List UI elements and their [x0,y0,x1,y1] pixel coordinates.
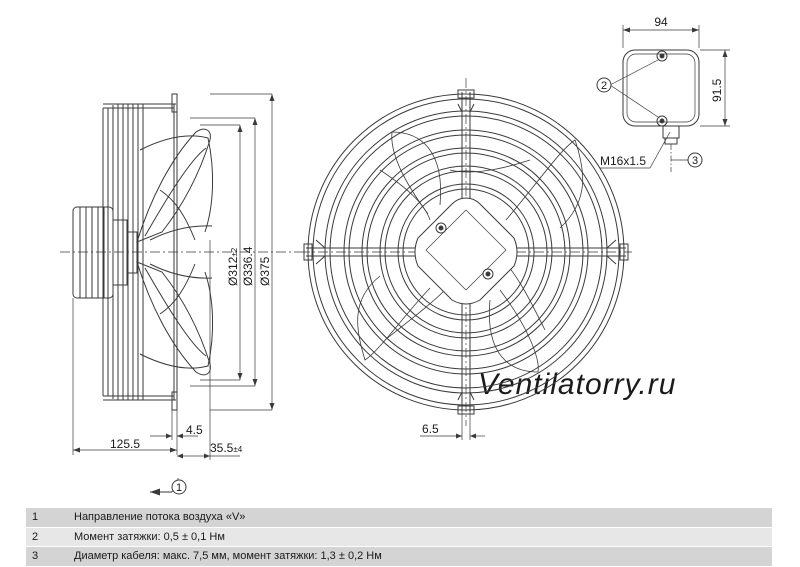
dim-312-value: Ø312 [226,256,240,286]
legend-row-text: Диаметр кабеля: макс. 7,5 мм, момент зат… [74,550,382,562]
dim-diameter-375: Ø375 [258,256,272,286]
callout-2-circle [596,77,612,93]
motor-housing [72,206,138,299]
legend-table: 1 Направление потока воздуха «V» 2 Момен… [26,508,772,567]
legend-row-text: Момент затяжки: 0,5 ± 0,1 Нм [74,530,225,543]
callout-1-circle [171,479,187,495]
legend-row-number: 3 [32,550,39,562]
legend-row-number: 2 [32,530,39,543]
impeller-blades-side [136,128,214,376]
guard-side-wires [102,103,176,401]
watermark-text: Ventilatorry.ru [478,368,676,401]
side-view [60,93,300,460]
hub [414,197,518,305]
callout-3-circle [687,152,703,168]
dim-length-125: 125.5 [110,437,140,451]
dim-box-width: 94 [654,15,668,29]
terminal-box [600,25,730,172]
guard-rings [307,93,625,411]
legend-row: 3 Диаметр кабеля: макс. 7,5 мм, момент з… [26,547,772,566]
dim-length-35-5: 35.5±4 [210,441,243,455]
mounting-brackets [171,93,178,411]
callout-3-label: 3 [692,155,698,167]
dim-rod-6-5: 6.5 [422,422,439,436]
callout-1-label: 1 [176,482,182,494]
dim-diameter-336: Ø336.4 [241,246,255,286]
dim-box-height: 91.5 [710,78,724,102]
callout-2-label: 2 [601,80,607,92]
dim-thread: M16x1.5 [600,154,646,168]
dim-35-value: 35.5 [210,441,234,455]
dim-312-tolerance: ±2 [230,247,239,256]
legend-row-number: 1 [32,511,39,523]
dim-length-4-5: 4.5 [186,423,203,437]
dim-diameter-312: Ø312±2 [226,247,240,286]
legend-row: 1 Направление потока воздуха «V» [26,508,772,527]
impeller-blades-front [357,131,584,373]
dim-35-tolerance: ±4 [233,445,242,454]
legend-row: 2 Момент затяжки: 0,5 ± 0,1 Нм [26,527,772,546]
front-view [300,78,632,440]
legend-row-text: Направление потока воздуха «V» [74,511,246,523]
fan-technical-drawing: Ventilatorry.ru [60,15,730,496]
